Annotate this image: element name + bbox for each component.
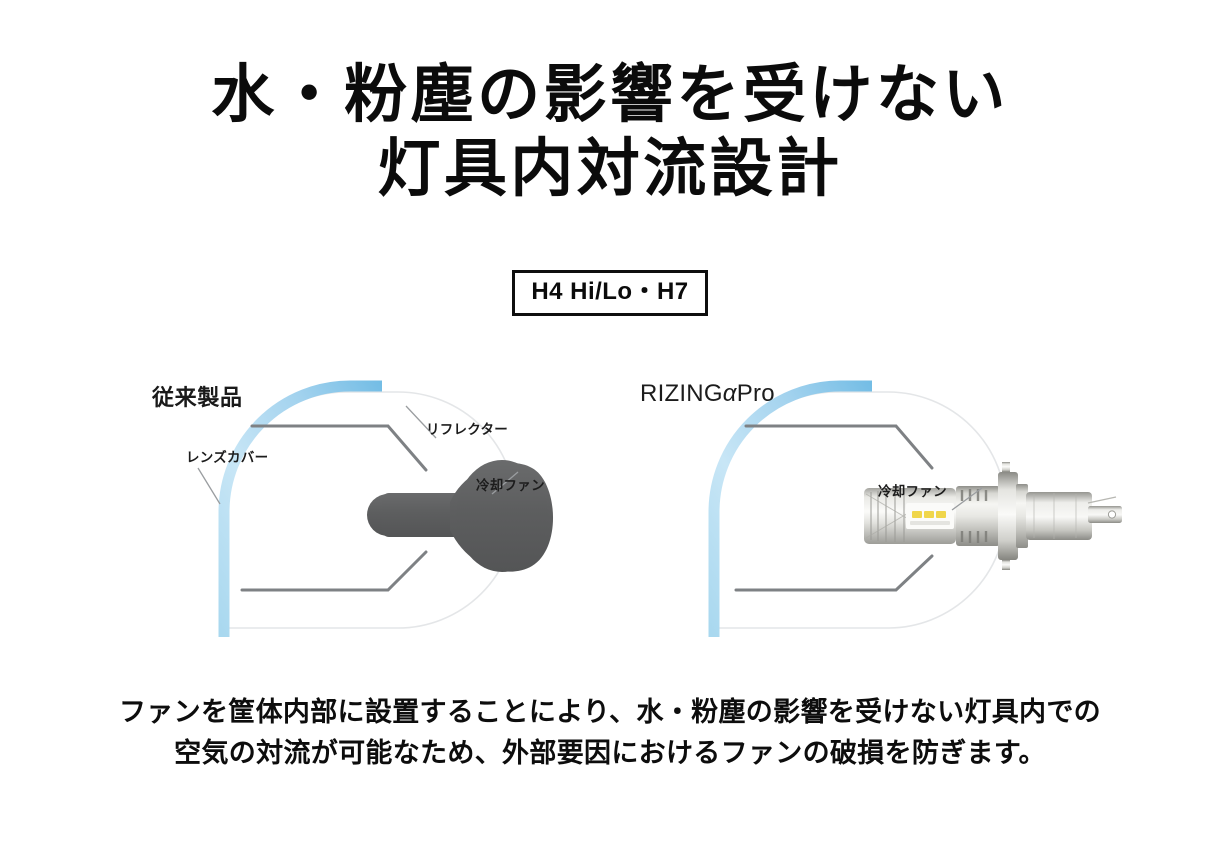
reflector-line-lower xyxy=(240,550,428,592)
rizing-led-bulb xyxy=(864,462,1122,570)
spec-badge-container: H4 Hi/Lo・H7 xyxy=(0,270,1220,316)
diagram-conventional: 従来製品 xyxy=(120,360,660,670)
lens-cover-arc xyxy=(708,380,872,637)
bulb-tail-body xyxy=(1026,492,1092,540)
spec-badge: H4 Hi/Lo・H7 xyxy=(512,270,708,316)
bulb-base-flange xyxy=(998,462,1028,570)
leader-line-cooling-fan xyxy=(491,471,519,495)
title-line-2: 灯具内対流設計 xyxy=(377,134,843,205)
leader-line-lens-cover xyxy=(197,467,221,505)
led-chips xyxy=(912,511,946,518)
caption-line-1: ファンを筐体内部に設置することにより、水・粉塵の影響を受けない灯具内での xyxy=(118,697,1102,727)
bulb-connector-terminal xyxy=(1087,496,1122,523)
rizing-diagram-svg xyxy=(708,380,1122,637)
caption-line-2: 空気の対流が可能なため、外部要因におけるファンの破損を防ぎます。 xyxy=(174,738,1046,769)
bulb-led-head xyxy=(864,488,956,544)
callout-cooling-fan-conventional: 冷却ファン xyxy=(476,478,545,493)
diagram-rizing-alpha-pro: RIZINGαPro xyxy=(610,360,1150,670)
reflector-line-upper xyxy=(744,424,934,470)
lens-cover-arc xyxy=(218,380,382,637)
callout-lens-cover: レンズカバー xyxy=(186,450,269,465)
diagram-conventional-heading: 従来製品 xyxy=(152,385,243,410)
reflector-line-upper xyxy=(250,424,428,472)
callout-cooling-fan-rizing: 冷却ファン xyxy=(878,484,947,499)
title-line-1: 水・粉塵の影響を受けない xyxy=(211,60,1009,130)
callout-reflector: リフレクター xyxy=(426,422,509,437)
leader-line-cooling-fan xyxy=(951,487,983,511)
caption-block: ファンを筐体内部に設置することにより、水・粉塵の影響を受けない灯具内での 空気の… xyxy=(0,692,1220,774)
conventional-bulb-silhouette xyxy=(367,460,554,572)
leader-line-reflector xyxy=(405,405,437,439)
bulb-cooling-fins xyxy=(956,486,1000,546)
diagram-comparison-area: 従来製品 xyxy=(0,360,1220,670)
page-title: 水・粉塵の影響を受けない 灯具内対流設計 xyxy=(0,58,1220,207)
conventional-diagram-svg xyxy=(197,380,554,637)
rizing-heading-alpha: α xyxy=(722,380,737,407)
rizing-heading-prefix: RIZING xyxy=(640,380,723,407)
reflector-line-lower xyxy=(734,554,934,592)
